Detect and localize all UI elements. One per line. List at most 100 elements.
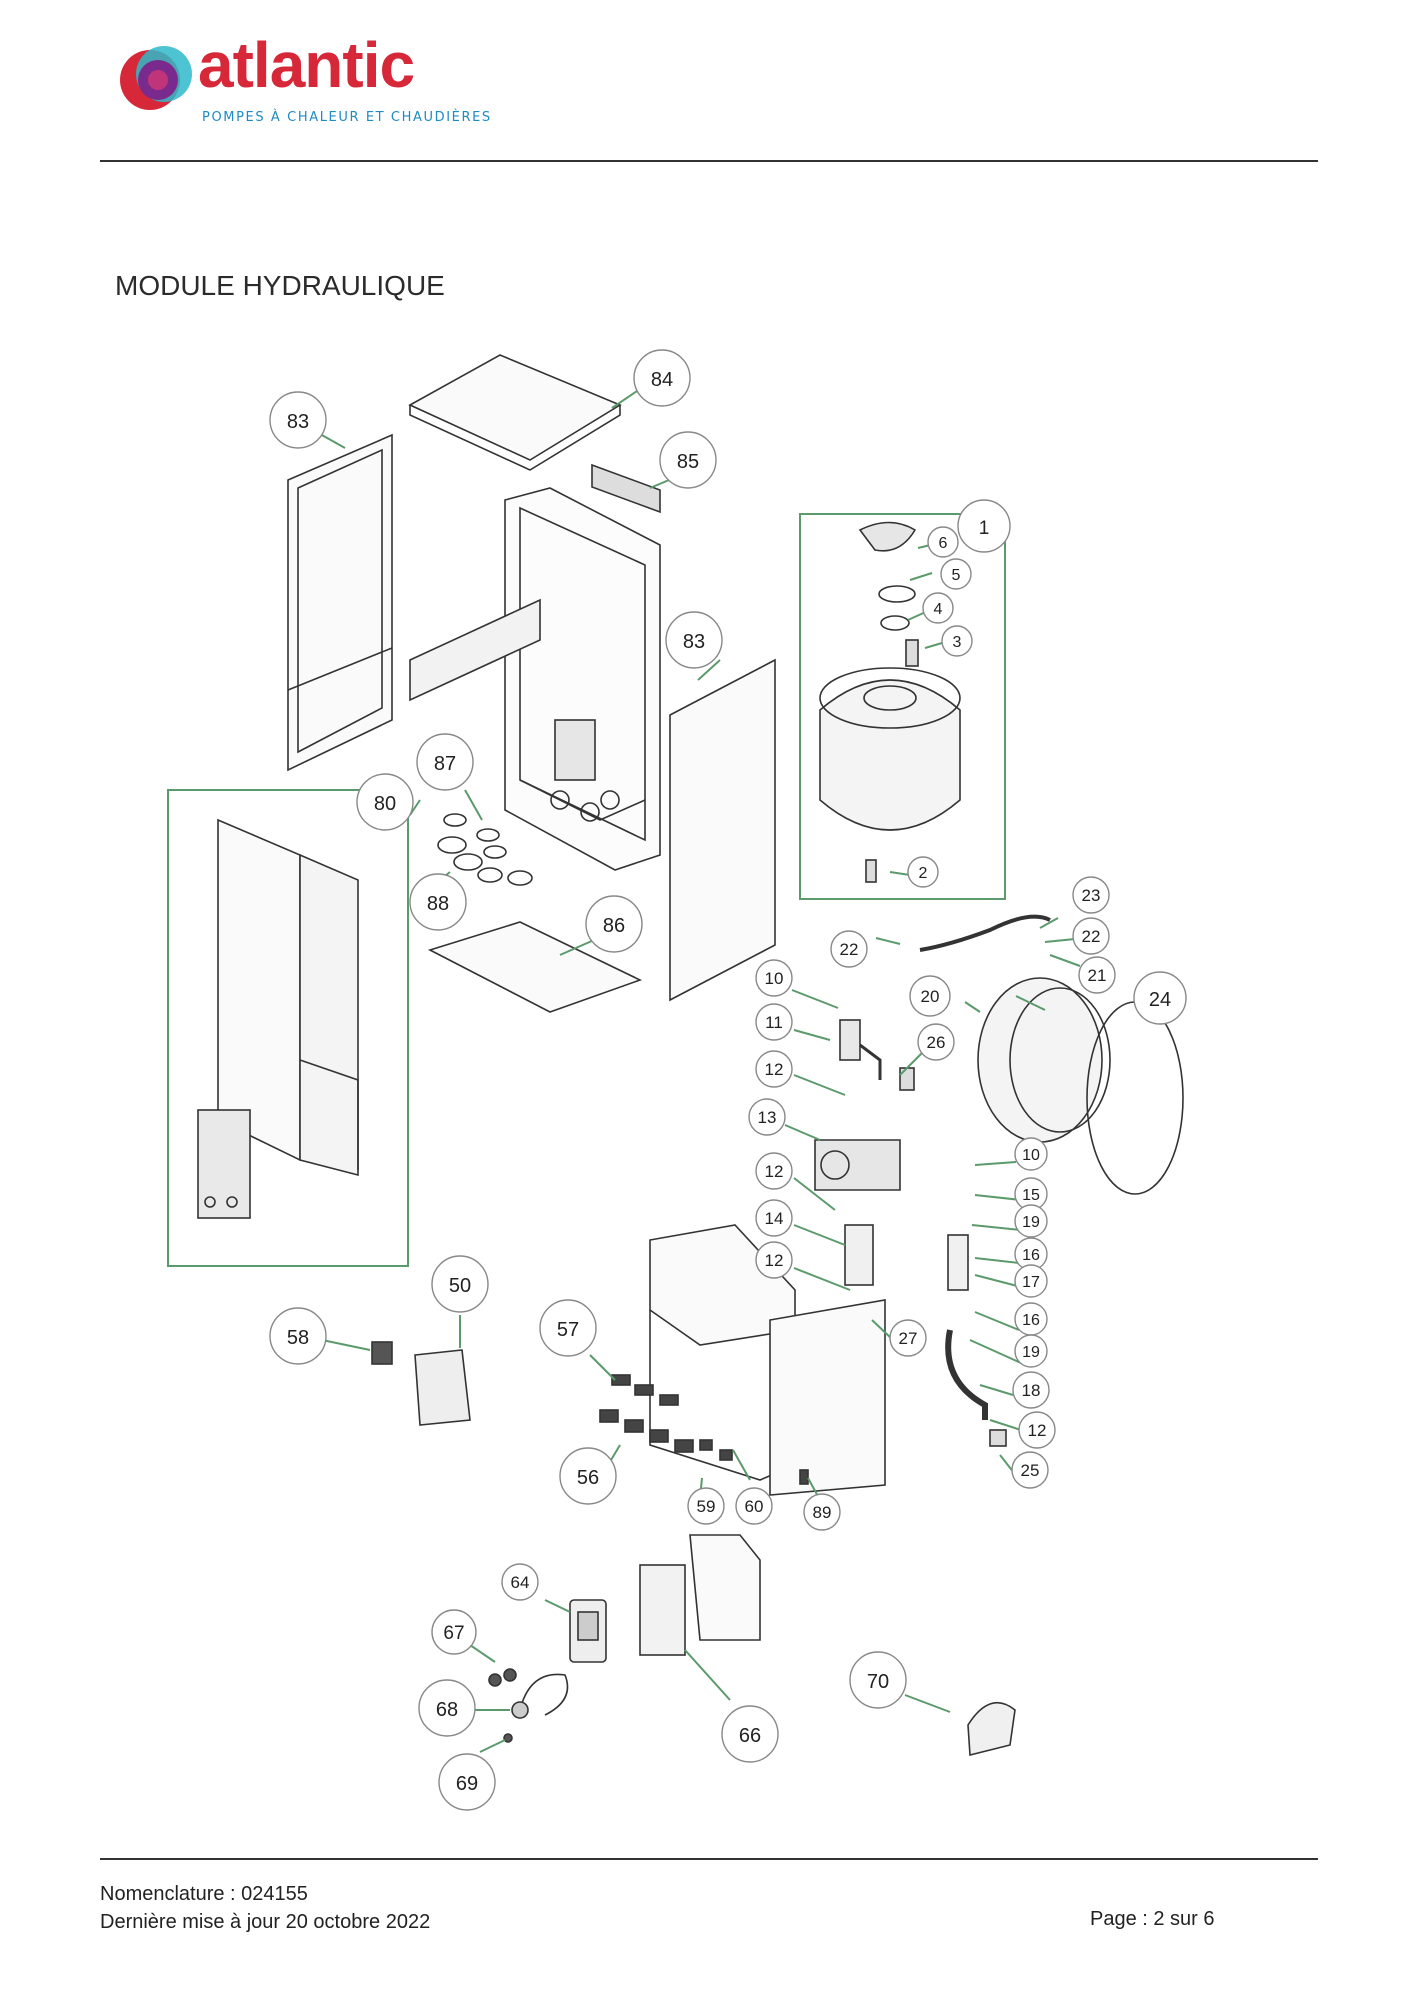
callout-87: 87 <box>416 733 474 791</box>
footer-rule <box>100 1858 1318 1860</box>
brand-name: atlantic <box>198 29 415 101</box>
part-sensor <box>511 1701 529 1719</box>
svg-text:85: 85 <box>677 451 699 473</box>
callout-89: 89 <box>803 1493 841 1531</box>
callout-50: 50 <box>431 1255 489 1313</box>
part-flow-sensor <box>947 1234 969 1291</box>
svg-text:4: 4 <box>934 601 943 618</box>
callout-5: 5 <box>940 558 972 590</box>
svg-text:84: 84 <box>651 369 673 391</box>
callout-19b: 19 <box>1014 1334 1048 1368</box>
svg-text:57: 57 <box>557 1319 579 1341</box>
svg-text:26: 26 <box>927 1033 946 1052</box>
callout-1: 1 <box>957 499 1011 553</box>
page-title: MODULE HYDRAULIQUE <box>115 270 445 301</box>
svg-text:27: 27 <box>899 1329 918 1348</box>
part-top-panel <box>408 354 622 461</box>
svg-text:64: 64 <box>511 1573 530 1592</box>
group-box-80 <box>167 789 409 1267</box>
svg-text:2: 2 <box>919 865 928 882</box>
group-box-1 <box>799 513 1006 900</box>
svg-text:70: 70 <box>867 1671 889 1693</box>
part-vessel-large <box>977 977 1103 1143</box>
svg-text:50: 50 <box>449 1275 471 1297</box>
svg-text:86: 86 <box>603 915 625 937</box>
callout-60: 60 <box>735 1487 773 1525</box>
callout-2: 2 <box>907 856 939 888</box>
brand-tagline: POMPES À CHALEUR ET CHAUDIÈRES <box>202 110 492 125</box>
callout-22b: 22 <box>1072 917 1110 955</box>
svg-text:10: 10 <box>765 969 784 988</box>
callout-20: 20 <box>909 975 951 1017</box>
svg-text:5: 5 <box>952 567 961 584</box>
nomenclature-text: Nomenclature : 024155 <box>100 1883 308 1905</box>
svg-text:83: 83 <box>683 631 705 653</box>
callout-27: 27 <box>889 1319 927 1357</box>
svg-text:17: 17 <box>1022 1274 1040 1291</box>
callout-13: 13 <box>748 1098 786 1136</box>
atlantic-logo-mark <box>120 46 192 110</box>
part-filter <box>844 1224 874 1286</box>
svg-text:22: 22 <box>1082 927 1101 946</box>
svg-text:18: 18 <box>1022 1381 1041 1400</box>
callout-16: 16 <box>1014 1237 1048 1271</box>
callout-19: 19 <box>1014 1204 1048 1238</box>
callout-12b: 12 <box>755 1152 793 1190</box>
svg-text:21: 21 <box>1088 966 1107 985</box>
svg-text:6: 6 <box>939 535 948 552</box>
part-vessel-gasket <box>1086 1001 1184 1195</box>
callout-80: 80 <box>356 773 414 831</box>
svg-text:15: 15 <box>1022 1187 1040 1204</box>
callout-12d: 12 <box>1018 1411 1056 1449</box>
callout-3: 3 <box>941 625 973 657</box>
page-number: Page : 2 sur 6 <box>1090 1908 1215 1930</box>
callout-12: 12 <box>755 1050 793 1088</box>
part-pipe-bend <box>945 1329 988 1420</box>
part-top-panel-edge <box>409 405 621 471</box>
footer-meta: Nomenclature : 024155 Dernière mise à jo… <box>100 1880 430 1936</box>
svg-text:14: 14 <box>765 1209 784 1228</box>
callout-70: 70 <box>849 1651 907 1709</box>
svg-text:19: 19 <box>1022 1344 1040 1361</box>
svg-text:67: 67 <box>443 1623 464 1644</box>
svg-text:12: 12 <box>765 1251 784 1270</box>
part-hose <box>919 914 1051 952</box>
callout-86: 86 <box>585 895 643 953</box>
part-bracket <box>591 463 661 514</box>
callout-4: 4 <box>922 592 954 624</box>
svg-text:69: 69 <box>456 1773 478 1795</box>
svg-text:56: 56 <box>577 1467 599 1489</box>
svg-text:59: 59 <box>697 1497 716 1516</box>
svg-text:89: 89 <box>813 1503 832 1522</box>
callout-83b: 83 <box>665 611 723 669</box>
svg-text:19: 19 <box>1022 1214 1040 1231</box>
svg-text:66: 66 <box>739 1725 761 1747</box>
svg-text:16: 16 <box>1022 1312 1040 1329</box>
callout-84: 84 <box>633 349 691 407</box>
svg-text:22: 22 <box>840 940 859 959</box>
callout-57: 57 <box>539 1299 597 1357</box>
part-cable-glands <box>599 1374 809 1485</box>
svg-text:13: 13 <box>758 1108 777 1127</box>
part-side-panel-right <box>669 658 776 1002</box>
callout-24: 24 <box>1133 971 1187 1025</box>
svg-text:80: 80 <box>374 793 396 815</box>
svg-text:1: 1 <box>979 518 990 539</box>
callout-17: 17 <box>1014 1264 1048 1298</box>
callout-23: 23 <box>1072 876 1110 914</box>
callout-56: 56 <box>559 1447 617 1505</box>
callout-21: 21 <box>1078 956 1116 994</box>
callout-68: 68 <box>418 1679 476 1737</box>
part-front-panel <box>217 818 301 1162</box>
callout-26: 26 <box>917 1023 955 1061</box>
svg-text:3: 3 <box>953 634 962 651</box>
part-expansion-vessel <box>819 679 961 831</box>
svg-text:16: 16 <box>1022 1247 1040 1264</box>
svg-text:11: 11 <box>765 1013 783 1032</box>
part-main-frame <box>504 487 661 871</box>
callout-6: 6 <box>927 526 959 558</box>
callout-66: 66 <box>721 1705 779 1763</box>
svg-text:25: 25 <box>1021 1461 1040 1480</box>
updated-text: Dernière mise à jour 20 octobre 2022 <box>100 1911 431 1933</box>
callout-88: 88 <box>409 873 467 931</box>
